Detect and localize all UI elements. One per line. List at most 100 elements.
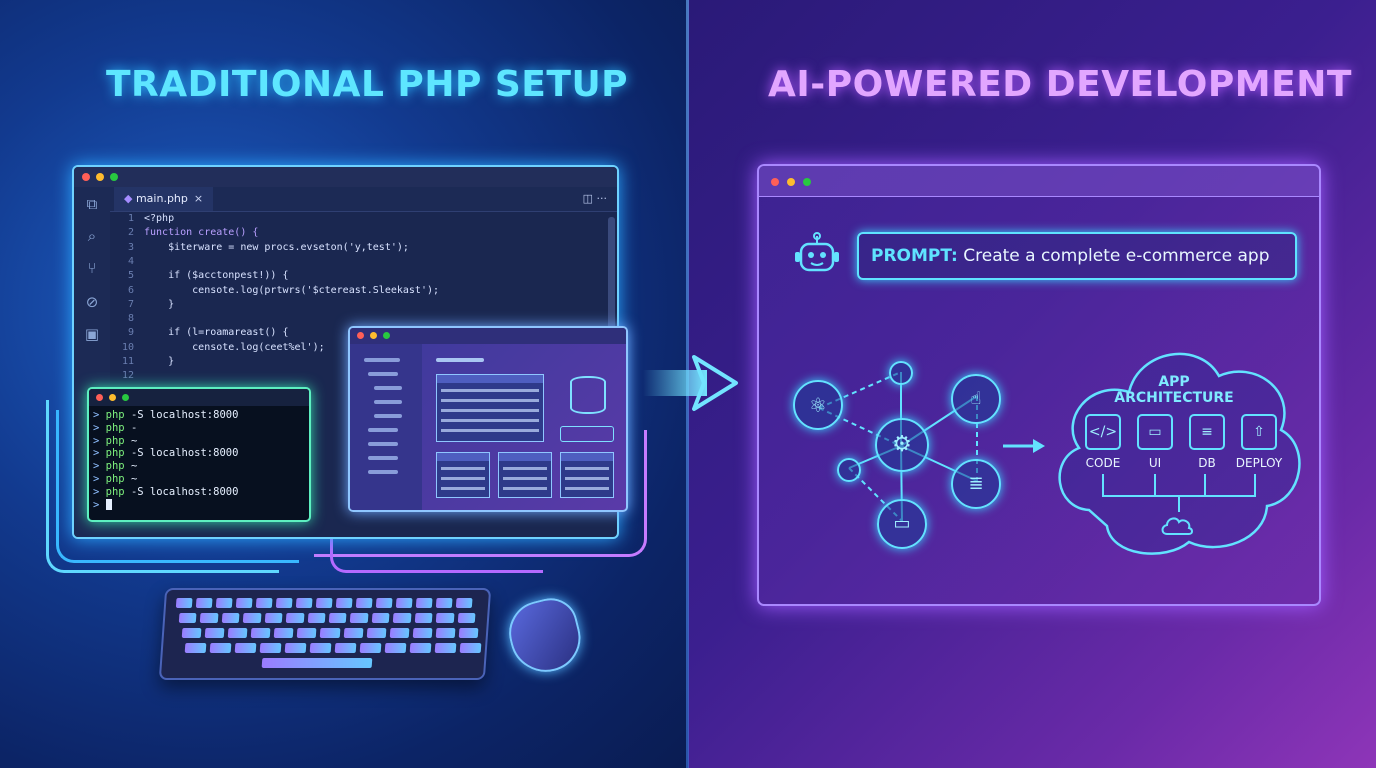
keyboard-key bbox=[459, 643, 482, 653]
extensions-icon[interactable]: ▣ bbox=[84, 325, 100, 343]
keyboard-key bbox=[297, 628, 317, 638]
table-row[interactable] bbox=[565, 487, 609, 490]
table-row[interactable] bbox=[441, 409, 539, 412]
db-sidebar-item[interactable] bbox=[364, 358, 400, 362]
keyboard-key bbox=[215, 598, 233, 608]
table-row[interactable] bbox=[441, 399, 539, 402]
prompt-input[interactable]: PROMPT: Create a complete e-commerce app bbox=[857, 232, 1297, 280]
keyboard-key bbox=[412, 628, 433, 638]
search-icon[interactable]: ⌕ bbox=[87, 227, 97, 245]
term-close-dot[interactable] bbox=[96, 394, 103, 401]
files-icon[interactable]: ⧉ bbox=[86, 195, 98, 213]
terminal-line: > php -S localhost:8000 bbox=[93, 447, 238, 459]
editor-scrollbar[interactable] bbox=[608, 217, 615, 347]
table-row[interactable] bbox=[441, 467, 485, 470]
prompt-label: PROMPT: bbox=[871, 246, 958, 266]
terminal-command: php bbox=[105, 485, 125, 498]
keyboard-key bbox=[435, 628, 456, 638]
terminal-line: > bbox=[93, 499, 112, 511]
db-sidebar-item[interactable] bbox=[374, 386, 402, 390]
terminal-command: php bbox=[105, 447, 125, 460]
ai-maximize-dot[interactable] bbox=[803, 178, 811, 186]
keyboard-key bbox=[350, 613, 369, 623]
db-table-card[interactable] bbox=[498, 452, 552, 498]
db-minimize-dot[interactable] bbox=[370, 332, 377, 339]
terminal-prompt: > bbox=[93, 421, 106, 434]
keyboard-key bbox=[415, 598, 433, 608]
code-line: censote.log(prtwrs('$ctereast.Sleekast')… bbox=[144, 284, 440, 296]
component-code: </>CODE bbox=[1073, 414, 1133, 470]
source-control-icon[interactable]: ⑂ bbox=[87, 259, 97, 277]
db-main-table[interactable] bbox=[436, 374, 544, 442]
tab-main-php[interactable]: ◆ main.php× bbox=[114, 187, 214, 211]
table-row[interactable] bbox=[503, 487, 547, 490]
table-row[interactable] bbox=[503, 467, 547, 470]
right-title: AI-POWERED DEVELOPMENT bbox=[768, 64, 1352, 105]
terminal-cursor bbox=[105, 499, 112, 511]
close-dot[interactable] bbox=[82, 173, 90, 181]
table-row[interactable] bbox=[565, 467, 609, 470]
db-maximize-dot[interactable] bbox=[383, 332, 390, 339]
keyboard-key bbox=[221, 613, 240, 623]
component-label: UI bbox=[1148, 456, 1162, 470]
table-row[interactable] bbox=[441, 487, 485, 490]
db-action-buttons[interactable] bbox=[560, 426, 614, 442]
keyboard-key bbox=[366, 628, 387, 638]
db-sidebar-item[interactable] bbox=[368, 442, 398, 446]
terminal-line: > php ~ bbox=[93, 435, 137, 447]
small-node bbox=[837, 458, 861, 482]
line-number: 6 bbox=[127, 284, 134, 296]
table-header bbox=[499, 453, 551, 461]
db-sidebar-item[interactable] bbox=[368, 470, 398, 474]
db-sidebar-item[interactable] bbox=[368, 372, 398, 376]
debug-icon[interactable]: ⊘ bbox=[85, 293, 99, 311]
ui-icon: ▭ bbox=[1137, 414, 1173, 450]
line-number: 8 bbox=[127, 313, 134, 325]
table-row[interactable] bbox=[565, 477, 609, 480]
keyboard-key bbox=[384, 643, 407, 653]
db-table-card[interactable] bbox=[560, 452, 614, 498]
left-title: TRADITIONAL PHP SETUP bbox=[106, 64, 629, 105]
table-row[interactable] bbox=[441, 429, 539, 432]
keyboard-key bbox=[458, 628, 479, 638]
keyboard-key bbox=[435, 613, 455, 623]
db-sidebar-item[interactable] bbox=[374, 414, 402, 418]
line-number: 5 bbox=[127, 270, 134, 282]
term-minimize-dot[interactable] bbox=[109, 394, 116, 401]
line-number: 2 bbox=[127, 227, 134, 239]
keyboard-key bbox=[209, 643, 232, 653]
db-sidebar-item[interactable] bbox=[368, 428, 398, 432]
minimize-dot[interactable] bbox=[96, 173, 104, 181]
keyboard-key bbox=[455, 598, 473, 608]
db-close-dot[interactable] bbox=[357, 332, 364, 339]
code-line: if (l=roamareast() { bbox=[144, 327, 289, 339]
ai-minimize-dot[interactable] bbox=[787, 178, 795, 186]
db-sidebar-item[interactable] bbox=[368, 456, 398, 460]
db-table-card[interactable] bbox=[436, 452, 490, 498]
terminal-prompt: > bbox=[93, 498, 106, 511]
table-row[interactable] bbox=[441, 477, 485, 480]
split-editor-icon[interactable]: ◫ ··· bbox=[582, 192, 607, 205]
keyboard-key bbox=[275, 598, 293, 608]
tab-close-icon[interactable]: × bbox=[193, 192, 204, 205]
keyboard-key bbox=[409, 643, 432, 653]
cloud-outline bbox=[1058, 352, 1301, 555]
db-sidebar-item[interactable] bbox=[374, 400, 402, 404]
line-number: 11 bbox=[121, 356, 134, 367]
ai-close-dot[interactable] bbox=[771, 178, 779, 186]
maximize-dot[interactable] bbox=[110, 173, 118, 181]
terminal-titlebar bbox=[89, 389, 309, 406]
prompt-text: Create a complete e-commerce app bbox=[957, 246, 1270, 266]
architecture-connectors bbox=[1102, 474, 1256, 512]
table-row[interactable] bbox=[441, 419, 539, 422]
keyboard-key bbox=[234, 643, 257, 653]
terminal-prompt: > bbox=[93, 447, 106, 460]
keyboard-key bbox=[255, 598, 273, 608]
transition-arrow-icon bbox=[692, 355, 738, 411]
keyboard-key bbox=[395, 598, 413, 608]
table-row[interactable] bbox=[503, 477, 547, 480]
table-row[interactable] bbox=[441, 389, 539, 392]
term-maximize-dot[interactable] bbox=[122, 394, 129, 401]
terminal-line: > php -S localhost:8000 bbox=[93, 486, 238, 498]
